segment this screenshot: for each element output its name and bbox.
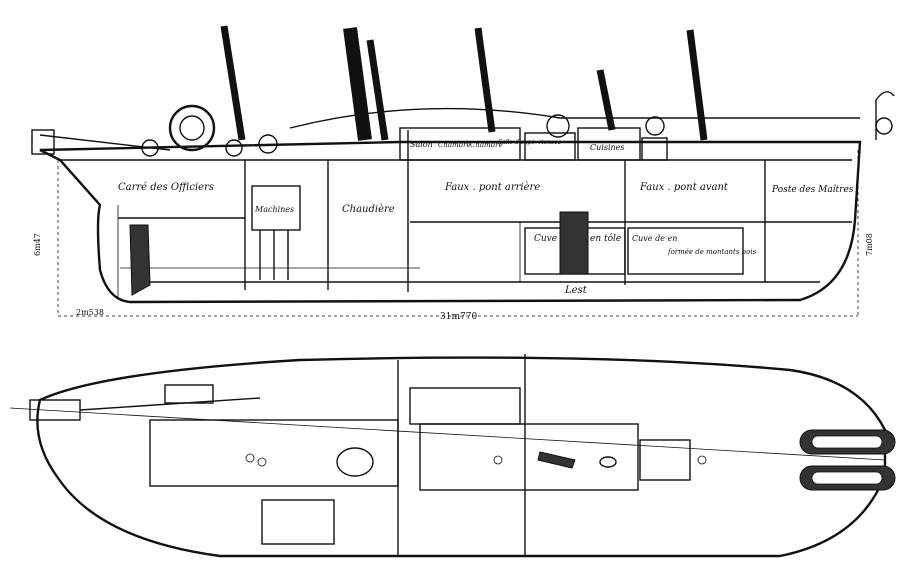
mast-mid [474,27,496,133]
dim-depth-fwd: 7m08 [865,233,874,256]
pulley [258,134,278,154]
label-salon: Salon [410,140,433,149]
dim-length: 31m770 [440,312,477,322]
dim-stern: 2m538 [76,308,104,317]
deckhouse-lab [524,132,576,161]
plan-machinery [149,419,399,487]
pulley [875,117,893,135]
plan-boiler [336,447,374,477]
pulley [645,116,665,136]
funnel-1 [343,27,372,141]
bow-fender-inner [811,435,883,449]
plan-crane [537,451,576,469]
plan-hatch [261,499,335,545]
label-carre: Carré des Officiers [118,182,214,193]
plan-bolt [697,455,707,465]
winch-drum [168,104,216,152]
label-poste-maitres: Poste des Maîtres [771,184,854,195]
dim-depth-aft: 6m47 [33,233,42,256]
stay-rigging [289,107,860,129]
label-faux-pont-arriere: Faux . pont arrière [444,182,540,193]
label-chambre-1: Chambre [438,141,471,149]
plan-hatch-round [599,456,617,468]
rudder [129,224,151,296]
deckhouse-fwd [641,137,668,161]
label-cuve-de-en: Cuve de en [632,234,677,243]
mast-fore [686,29,708,141]
tank-center [559,211,589,275]
hull-outline [39,140,862,304]
centerline [9,407,886,461]
side-elevation: Carré des Officiers Machines Chaudière S… [31,25,895,322]
plan-bolt [245,453,255,463]
label-en-tole: en tôle [590,233,621,244]
label-machines: Machines [254,205,294,214]
label-chaudiere: Chaudière [342,204,395,215]
plan-bolt [493,455,503,465]
deck-plan [9,354,896,558]
label-cuve: Cuve [534,234,557,244]
winch-drum-inner [179,115,205,141]
label-lest: Lest [564,285,588,296]
plan-winch [164,384,214,404]
sounding-line [39,134,171,151]
bow-fender-inner [811,471,883,485]
mast-aft [220,25,246,141]
plan-tank [639,439,691,481]
tank-fwd [627,227,744,275]
plan-bolt [257,457,267,467]
funnel-2 [366,39,389,141]
bow-fitting [31,129,55,155]
plan-deckhouse [409,387,521,425]
pulley [225,139,243,157]
label-formee: formée de montants bois [667,248,757,256]
label-salle: Salle d'expé- riences [498,139,561,146]
deck-plan-outline [36,356,887,558]
deckhouse-cuisines [577,127,641,161]
mast-small [596,69,616,131]
machines-block [251,185,301,231]
pulley [546,114,570,138]
label-faux-pont-avant: Faux . pont avant [639,182,729,193]
stern-cable [79,397,261,411]
label-cuisines: Cuisines [590,143,625,152]
deckhouse-salon [399,127,521,161]
plan-deckhouse [419,423,639,491]
bow-davit [875,91,895,140]
label-chambre-2: Chambre [470,141,503,149]
